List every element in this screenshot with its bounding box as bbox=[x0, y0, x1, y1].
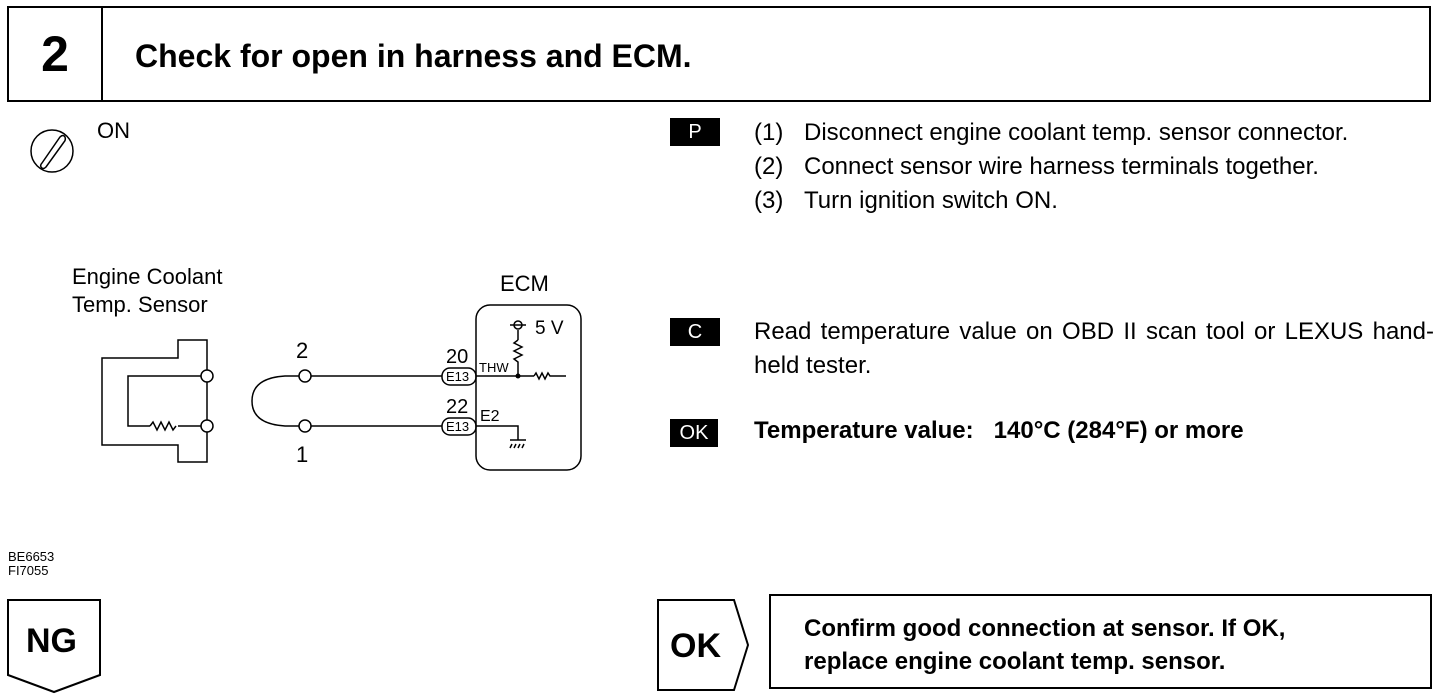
step-number: 2 bbox=[41, 26, 69, 82]
ok-label: OK bbox=[670, 627, 721, 665]
ok-action-line1: Confirm good connection at sensor. If OK… bbox=[804, 615, 1286, 642]
ok-action-line2: replace engine coolant temp. sensor. bbox=[804, 648, 1226, 675]
step-header: 2 Check for open in harness and ECM. bbox=[7, 6, 1431, 102]
ecm-box bbox=[475, 304, 582, 471]
ng-label: NG bbox=[26, 622, 77, 660]
ok-action-text: Confirm good connection at sensor. If OK… bbox=[804, 612, 1285, 678]
step-number-cell: 2 bbox=[9, 8, 103, 100]
ok-badge: OK bbox=[670, 419, 718, 447]
pin-20: 20 bbox=[446, 346, 468, 368]
prepare-step-num: (2) bbox=[754, 153, 784, 180]
connector-label-bottom: E13 bbox=[446, 419, 469, 434]
check-badge: C bbox=[670, 318, 720, 346]
sensor-resistor bbox=[149, 420, 177, 432]
sensor-terminal-top bbox=[200, 369, 214, 383]
prepare-step: (3) Turn ignition switch ON. bbox=[754, 184, 1434, 218]
signal-e2: E2 bbox=[480, 408, 500, 425]
step-title: Check for open in harness and ECM. bbox=[135, 38, 692, 74]
sensor-label-line1: Engine Coolant bbox=[72, 264, 223, 289]
supply-voltage: 5 V bbox=[535, 318, 564, 339]
criteria-value: 140°C (284°F) or more bbox=[993, 417, 1244, 444]
prepare-step: (1) Disconnect engine coolant temp. sens… bbox=[754, 116, 1434, 150]
wire-number-2: 2 bbox=[296, 338, 308, 363]
pin-22: 22 bbox=[446, 396, 468, 418]
figure-code-2: FI7055 bbox=[8, 563, 49, 578]
ecm-e2-line bbox=[476, 425, 519, 440]
ignition-key-icon bbox=[30, 129, 74, 173]
sensor-label-line2: Temp. Sensor bbox=[72, 292, 208, 317]
ok-action-frame bbox=[769, 594, 1432, 689]
ecm-ground bbox=[509, 439, 526, 449]
ng-arrow-box bbox=[7, 599, 101, 694]
sensor-terminal-bottom bbox=[200, 419, 214, 433]
signal-thw: THW bbox=[479, 360, 509, 375]
wiring-diagram: 5 V 2 1 20 22 E13 E13 THW E2 bbox=[101, 304, 582, 471]
prepare-step-text: Turn ignition switch ON. bbox=[804, 187, 1058, 214]
figure-code-1: BE6653 bbox=[8, 549, 55, 564]
prepare-steps: (1) Disconnect engine coolant temp. sens… bbox=[754, 116, 1434, 218]
sensor-body bbox=[101, 339, 208, 463]
figure-codes: BE6653 FI7055 bbox=[8, 550, 54, 578]
prepare-step: (2) Connect sensor wire harness terminal… bbox=[754, 150, 1434, 184]
check-instruction: Read temperature value on OBD II scan to… bbox=[754, 318, 1434, 379]
prepare-step-num: (3) bbox=[754, 187, 784, 214]
ok-arrow-box bbox=[657, 599, 750, 691]
sensor-label: Engine Coolant Temp. Sensor bbox=[72, 263, 222, 319]
ecm-thw-resistor bbox=[533, 371, 566, 381]
ecm-label: ECM bbox=[500, 271, 549, 296]
prepare-step-text: Connect sensor wire harness terminals to… bbox=[804, 153, 1319, 180]
prepare-step-num: (1) bbox=[754, 119, 784, 146]
ignition-label: ON bbox=[97, 118, 130, 143]
prepare-badge: P bbox=[670, 118, 720, 146]
prepare-step-text: Disconnect engine coolant temp. sensor c… bbox=[804, 119, 1349, 146]
criteria-label: Temperature value: bbox=[754, 417, 974, 444]
ecm-pullup-resistor bbox=[512, 339, 524, 376]
ok-criteria: Temperature value: 140°C (284°F) or more bbox=[754, 417, 1244, 445]
wire-number-1: 1 bbox=[296, 442, 308, 467]
jumper-wire bbox=[251, 375, 299, 427]
ecm-junction bbox=[515, 373, 521, 379]
connector-label-top: E13 bbox=[446, 369, 469, 384]
